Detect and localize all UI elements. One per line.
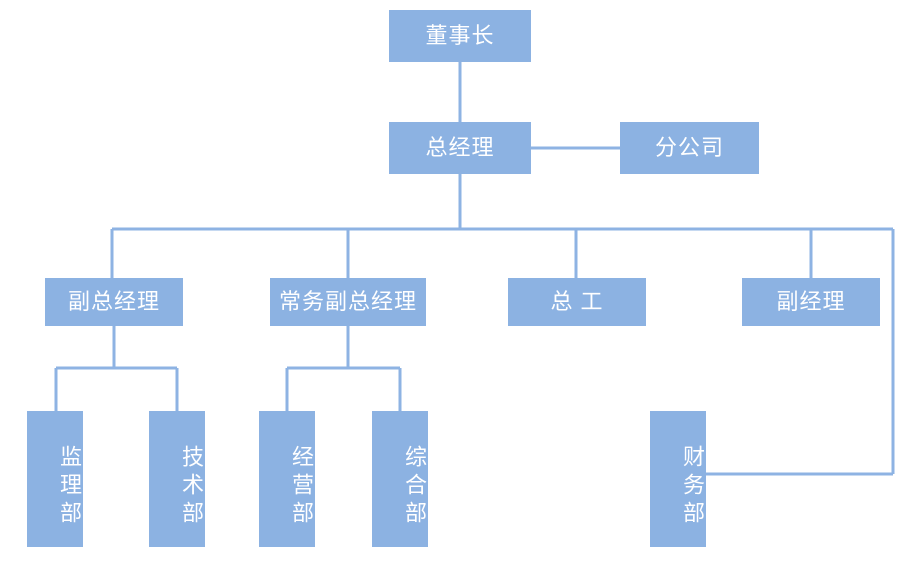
org-node-gm[interactable]: 总经理 xyxy=(389,122,531,174)
org-node-branch[interactable]: 分公司 xyxy=(620,122,759,174)
org-node-general_aff[interactable]: 综合部 xyxy=(372,411,428,547)
org-node-technology[interactable]: 技术部 xyxy=(149,411,205,547)
org-node-deputy_gm[interactable]: 副总经理 xyxy=(45,278,183,326)
org-node-label: 财务部 xyxy=(680,445,705,529)
org-node-label: 总 工 xyxy=(550,289,604,315)
org-node-label: 监理部 xyxy=(57,445,82,529)
org-node-operations[interactable]: 经营部 xyxy=(259,411,315,547)
org-node-label: 副总经理 xyxy=(67,289,160,315)
org-node-deputy_mgr[interactable]: 副经理 xyxy=(742,278,880,326)
org-node-exec_dgm[interactable]: 常务副总经理 xyxy=(270,278,426,326)
org-node-supervision[interactable]: 监理部 xyxy=(27,411,83,547)
org-node-label: 副经理 xyxy=(776,289,846,315)
org-node-label: 董事长 xyxy=(425,23,495,49)
org-node-chief_eng[interactable]: 总 工 xyxy=(508,278,646,326)
org-node-chairman[interactable]: 董事长 xyxy=(389,10,531,62)
org-node-label: 综合部 xyxy=(402,445,427,529)
org-node-label: 分公司 xyxy=(654,135,724,161)
org-node-label: 技术部 xyxy=(179,445,204,529)
org-node-finance[interactable]: 财务部 xyxy=(650,411,706,547)
org-node-label: 经营部 xyxy=(289,445,314,529)
org-node-label: 总经理 xyxy=(425,135,495,161)
org-node-label: 常务副总经理 xyxy=(278,289,417,315)
